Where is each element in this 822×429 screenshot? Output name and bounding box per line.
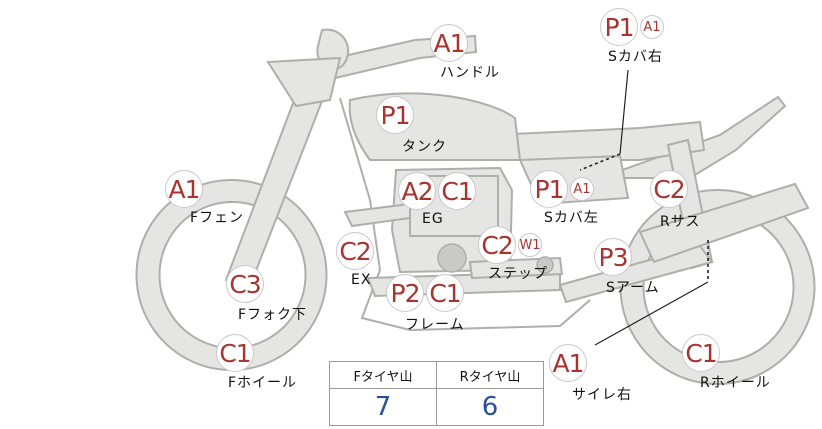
muffler-code-1: A1 bbox=[549, 344, 587, 382]
engine-code-1: A2 bbox=[398, 172, 436, 210]
tread-header-row: Fタイヤ山 Rタイヤ山 bbox=[329, 361, 544, 389]
handle-codes: A1 bbox=[430, 24, 468, 62]
front-tread-value: 7 bbox=[329, 388, 437, 426]
handle-code-1: A1 bbox=[430, 24, 468, 62]
tank-label: タンク bbox=[402, 139, 447, 155]
handle-label: ハンドル bbox=[440, 65, 500, 81]
front-wheel-label: Fホイール bbox=[228, 375, 298, 391]
swing-arm-label: Sアーム bbox=[606, 280, 660, 296]
exhaust-codes: C2 bbox=[336, 232, 374, 270]
exhaust-label: EX bbox=[351, 272, 372, 288]
frame-codes: P2 C1 bbox=[386, 274, 464, 312]
side-cover-l-label: Sカバ左 bbox=[544, 210, 599, 226]
swing-arm-codes: P3 bbox=[594, 238, 632, 276]
frame-code-2: C1 bbox=[426, 274, 464, 312]
leader-side-cover-r bbox=[619, 69, 629, 155]
side-cover-r-code-2: A1 bbox=[640, 15, 664, 39]
side-cover-r-code-1: P1 bbox=[600, 8, 638, 46]
rear-suspension-codes: C2 bbox=[650, 170, 688, 208]
front-fork-label: Fフォク下 bbox=[238, 307, 308, 323]
leader-muffler bbox=[594, 281, 709, 346]
front-tread-header: Fタイヤ山 bbox=[329, 361, 437, 389]
rear-suspension-code-1: C2 bbox=[650, 170, 688, 208]
tank-codes: P1 bbox=[376, 96, 414, 134]
exhaust-pipe-shape bbox=[343, 202, 411, 228]
side-cover-r-label: Sカバ右 bbox=[608, 49, 663, 65]
front-wheel-code-1: C1 bbox=[216, 334, 254, 372]
tread-value-row: 7 6 bbox=[329, 388, 544, 426]
rear-wheel-code-1: C1 bbox=[682, 334, 720, 372]
rear-tread-value: 6 bbox=[436, 388, 544, 426]
engine-codes: A2 C1 bbox=[398, 172, 476, 210]
front-fender-label: Fフェン bbox=[190, 210, 245, 226]
side-cover-l-code-2: A1 bbox=[570, 177, 594, 201]
engine-label: EG bbox=[422, 211, 444, 227]
footpeg-circle bbox=[536, 256, 554, 274]
rear-wheel-label: Rホイール bbox=[700, 375, 771, 391]
step-codes: C2 W1 bbox=[478, 226, 542, 264]
exhaust-code-1: C2 bbox=[336, 232, 374, 270]
frame-code-1: P2 bbox=[386, 274, 424, 312]
rear-wheel-codes: C1 bbox=[682, 334, 720, 372]
side-cover-l-codes: P1 A1 bbox=[530, 170, 594, 208]
frame-label: フレーム bbox=[405, 317, 465, 333]
fork-top-shape bbox=[266, 56, 342, 108]
step-code-2: W1 bbox=[518, 233, 542, 257]
step-code-1: C2 bbox=[478, 226, 516, 264]
side-cover-r-codes: P1 A1 bbox=[600, 8, 664, 46]
muffler-codes: A1 bbox=[549, 344, 587, 382]
rear-tread-header: Rタイヤ山 bbox=[436, 361, 544, 389]
front-fender-code-1: A1 bbox=[165, 170, 203, 208]
front-wheel-codes: C1 bbox=[216, 334, 254, 372]
front-fork-code-1: C3 bbox=[226, 265, 264, 303]
front-frame-line bbox=[339, 97, 591, 332]
rear-suspension-label: Rサス bbox=[660, 214, 701, 230]
tread-depth-table: Fタイヤ山 Rタイヤ山 7 6 bbox=[329, 361, 544, 426]
side-cover-l-code-1: P1 bbox=[530, 170, 568, 208]
engine-code-2: C1 bbox=[438, 172, 476, 210]
front-fender-codes: A1 bbox=[165, 170, 203, 208]
muffler-label: サイレ右 bbox=[572, 387, 632, 403]
tank-code-1: P1 bbox=[376, 96, 414, 134]
swing-arm-code-1: P3 bbox=[594, 238, 632, 276]
leader-side-cover-r-dash bbox=[579, 153, 621, 171]
muffler-shape bbox=[638, 182, 810, 264]
front-fork-codes: C3 bbox=[226, 265, 264, 303]
engine-cover-circle bbox=[437, 243, 467, 273]
step-label: ステップ bbox=[488, 266, 548, 282]
